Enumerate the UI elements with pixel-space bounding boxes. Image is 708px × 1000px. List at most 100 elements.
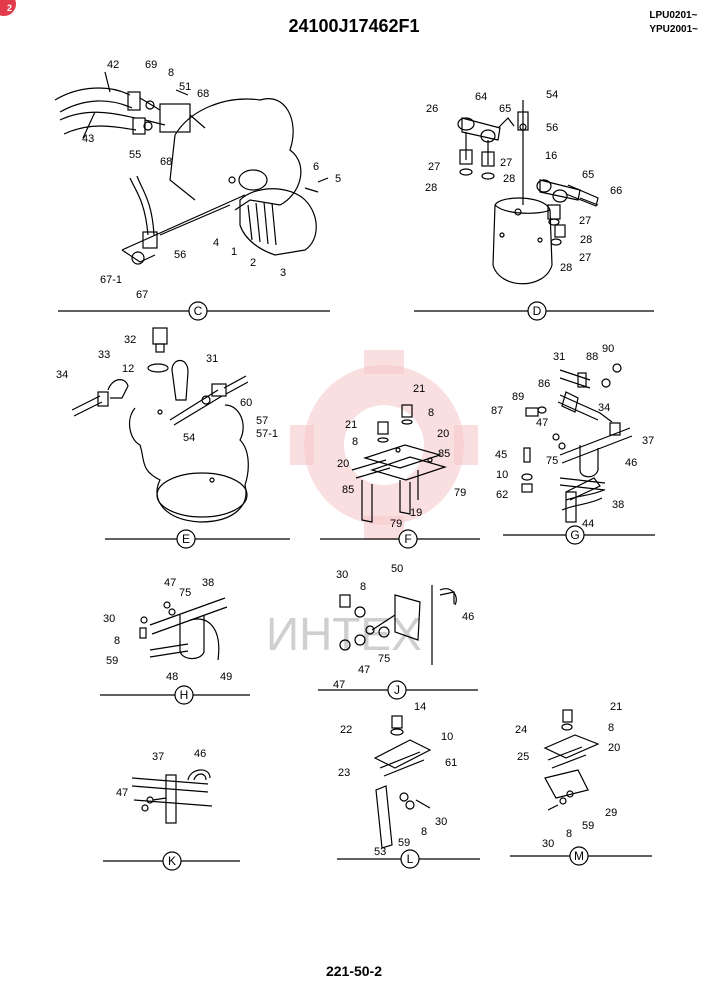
label-l-22: 22 xyxy=(340,724,352,736)
label-f-8b: 8 xyxy=(352,436,358,448)
label-l-61: 61 xyxy=(445,757,457,769)
label-e-57: 57 xyxy=(256,415,268,427)
section-g xyxy=(521,363,633,523)
section-h xyxy=(139,597,228,661)
label-d-16: 16 xyxy=(545,150,557,162)
label-c-1: 1 xyxy=(231,246,237,258)
label-d-54: 54 xyxy=(546,89,558,101)
label-h-47: 47 xyxy=(164,577,176,589)
section-l-labels: 14 22 10 61 23 59 8 30 53 xyxy=(338,701,457,858)
label-l-23: 23 xyxy=(338,767,350,779)
label-h-49: 49 xyxy=(220,671,232,683)
section-j-labels: 30 50 8 46 75 47 47 xyxy=(333,563,474,691)
label-m-24: 24 xyxy=(515,724,527,736)
section-c-marker xyxy=(188,301,208,321)
section-l-letter: L xyxy=(407,852,414,866)
section-e-marker xyxy=(176,529,196,549)
section-k-labels: 37 46 47 xyxy=(116,748,206,799)
label-f-85: 85 xyxy=(438,448,450,460)
label-l-8: 8 xyxy=(421,826,427,838)
watermark-gear-logo xyxy=(290,350,478,540)
label-h-48: 48 xyxy=(166,671,178,683)
label-g-90: 90 xyxy=(602,343,614,355)
label-g-45: 45 xyxy=(495,449,507,461)
section-m-marker xyxy=(569,846,589,866)
label-h-59: 59 xyxy=(106,655,118,667)
label-m-30: 30 xyxy=(542,838,554,850)
label-l-59: 59 xyxy=(398,837,410,849)
model-serial-2: YPU2001~ xyxy=(649,24,698,35)
label-c-6: 6 xyxy=(313,161,319,173)
section-k xyxy=(131,769,213,824)
label-f-8: 8 xyxy=(428,407,434,419)
label-l-14: 14 xyxy=(414,701,426,713)
label-c-56: 56 xyxy=(174,249,186,261)
section-k-letter: K xyxy=(168,854,176,868)
label-j-47b: 47 xyxy=(333,679,345,691)
label-d-65b: 65 xyxy=(582,169,594,181)
model-serial-range: LPU0201~ YPU2001~ xyxy=(649,9,698,37)
label-e-33: 33 xyxy=(98,349,110,361)
label-c-67-1: 67-1 xyxy=(100,274,122,286)
label-k-46: 46 xyxy=(194,748,206,760)
label-c-3: 3 xyxy=(280,267,286,279)
section-d xyxy=(457,100,599,285)
watermark-text: ИНТЕХ xyxy=(266,608,422,660)
section-m-letter: M xyxy=(574,849,584,863)
section-k-marker xyxy=(162,851,182,871)
label-g-38: 38 xyxy=(612,499,624,511)
label-l-30: 30 xyxy=(435,816,447,828)
label-c-2: 2 xyxy=(250,257,256,269)
label-f-20: 20 xyxy=(437,428,449,440)
label-m-8b: 8 xyxy=(566,828,572,840)
label-d-28: 28 xyxy=(425,182,437,194)
section-c-labels: 42 69 8 51 68 43 55 68 6 5 4 1 2 3 56 67… xyxy=(82,59,341,301)
label-m-59: 59 xyxy=(582,820,594,832)
section-m-labels: 21 24 8 25 20 29 59 8 30 xyxy=(515,701,622,850)
page-badge: 2 xyxy=(0,0,16,16)
label-e-31: 31 xyxy=(206,353,218,365)
label-j-47: 47 xyxy=(358,664,370,676)
label-k-47: 47 xyxy=(116,787,128,799)
section-d-letter: D xyxy=(533,304,542,318)
label-d-28c: 28 xyxy=(580,234,592,246)
label-d-56: 56 xyxy=(546,122,558,134)
label-h-30: 30 xyxy=(103,613,115,625)
label-j-46: 46 xyxy=(462,611,474,623)
label-d-66: 66 xyxy=(610,185,622,197)
section-e-labels: 32 33 31 12 34 60 57 54 57-1 xyxy=(56,334,278,444)
label-c-51: 51 xyxy=(179,81,191,93)
section-h-letter: H xyxy=(180,688,189,702)
section-g-letter: G xyxy=(570,528,579,542)
label-e-12: 12 xyxy=(122,363,134,375)
label-c-8: 8 xyxy=(168,67,174,79)
label-c-4: 4 xyxy=(213,237,219,249)
label-m-25: 25 xyxy=(517,751,529,763)
label-g-75: 75 xyxy=(546,455,558,467)
label-g-88: 88 xyxy=(586,351,598,363)
label-f-21b: 21 xyxy=(345,419,357,431)
label-g-46: 46 xyxy=(625,457,637,469)
label-l-10: 10 xyxy=(441,731,453,743)
label-d-26: 26 xyxy=(426,103,438,115)
label-d-28b: 28 xyxy=(503,173,515,185)
section-m xyxy=(543,709,600,811)
label-g-62: 62 xyxy=(496,489,508,501)
label-m-8: 8 xyxy=(608,722,614,734)
section-j-marker xyxy=(387,680,407,700)
label-d-65: 65 xyxy=(499,103,511,115)
section-e xyxy=(71,327,249,523)
page-number: 221-50-2 xyxy=(325,963,383,979)
label-g-47: 47 xyxy=(536,417,548,429)
section-f-marker xyxy=(398,529,418,549)
label-c-42: 42 xyxy=(107,59,119,71)
model-serial-1: LPU0201~ xyxy=(649,10,698,21)
label-c-5: 5 xyxy=(335,173,341,185)
label-m-20: 20 xyxy=(608,742,620,754)
label-e-60: 60 xyxy=(240,397,252,409)
label-c-68: 68 xyxy=(197,88,209,100)
label-g-10: 10 xyxy=(496,469,508,481)
section-f xyxy=(351,404,448,523)
label-g-31: 31 xyxy=(553,351,565,363)
